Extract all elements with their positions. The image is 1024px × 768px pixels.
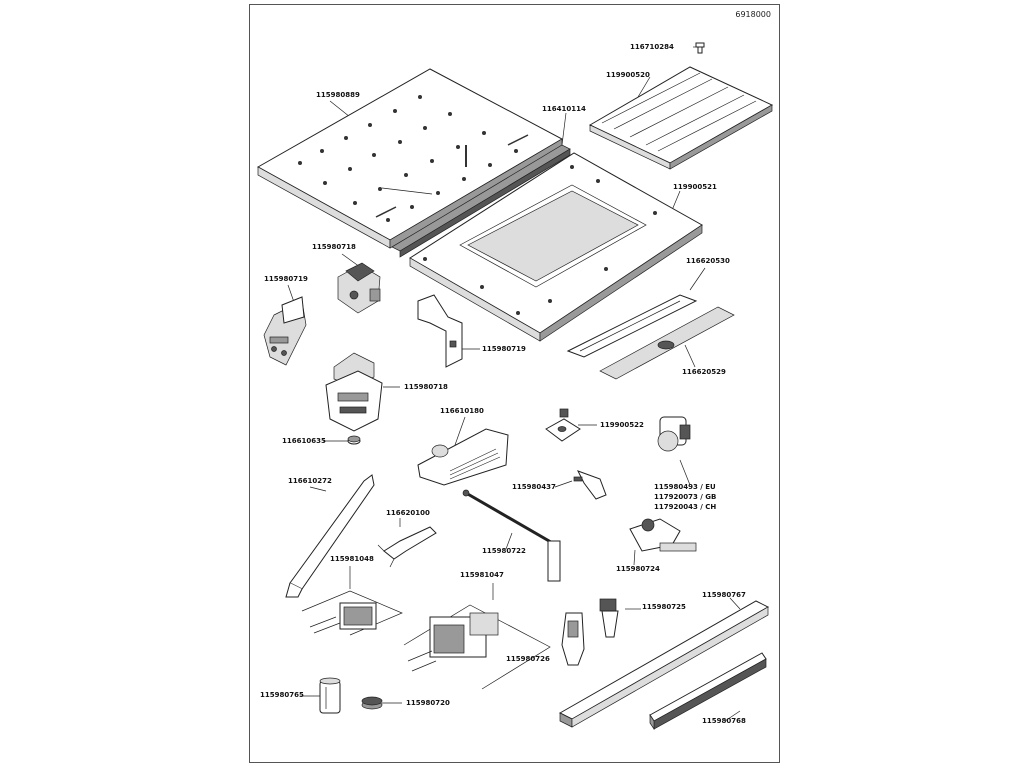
part-label: 116710284 (630, 43, 674, 51)
sleeve-part (319, 677, 341, 714)
part-label: 116410114 (542, 105, 586, 113)
lever-part (573, 470, 607, 500)
bracket-assembly-large-part (403, 604, 551, 690)
arm-part (462, 489, 561, 582)
part-label: 116620530 (686, 257, 730, 265)
part-label: 116610272 (288, 477, 332, 485)
part-label: 115980725 (642, 603, 686, 611)
nut-part (347, 435, 361, 445)
part-label: 115980718 (404, 383, 448, 391)
brush-strip-part (649, 652, 767, 731)
part-label: 116620529 (682, 368, 726, 376)
bracket-assembly-small-part (301, 590, 403, 636)
part-label: 116610180 (440, 407, 484, 415)
part-label: 115980718 (312, 243, 356, 251)
part-label: 115980493 / EU (654, 483, 716, 491)
switch-part (657, 416, 691, 452)
part-label: 117920073 / GB (654, 493, 717, 501)
part-label: 115980719 (264, 275, 308, 283)
part-label: 115980722 (482, 547, 526, 555)
angle-guide-part (629, 518, 697, 552)
part-label: 119900522 (600, 421, 644, 429)
spanner-part (377, 526, 437, 568)
part-label: 115980889 (316, 91, 360, 99)
insert-frame-plate-part (409, 152, 703, 342)
part-label: 115980719 (482, 345, 526, 353)
part-label: 115980720 (406, 699, 450, 707)
wrench-part (285, 474, 375, 598)
knob-part (545, 408, 581, 442)
housing-part (417, 428, 509, 486)
small-clamp-part (599, 598, 619, 638)
part-label: 115980765 (260, 691, 304, 699)
part-label: 117920043 / CH (654, 503, 717, 511)
part-label: 115981047 (460, 571, 504, 579)
parts-diagram-sheet: 6918000 (249, 4, 780, 763)
rail-plate-part (588, 66, 774, 170)
part-label: 119900521 (673, 183, 717, 191)
long-profile-part (558, 600, 770, 728)
part-label: 116620100 (386, 509, 430, 517)
part-label: 115981048 (330, 555, 374, 563)
part-label: 119900520 (606, 71, 650, 79)
left-bracket-part (263, 296, 307, 366)
document-number: 6918000 (735, 10, 771, 19)
foot-part (361, 696, 383, 710)
middle-bracket-part (417, 294, 463, 368)
part-label: 115980437 (512, 483, 556, 491)
large-clamp-part (325, 352, 383, 432)
part-label: 116610635 (282, 437, 326, 445)
insert-strip-lower-part (599, 306, 735, 380)
screw-part (695, 42, 705, 54)
tall-clamp-part (561, 612, 585, 666)
part-label: 115980767 (702, 591, 746, 599)
part-label: 115980768 (702, 717, 746, 725)
part-label: 115980724 (616, 565, 660, 573)
insert-strip-part (566, 294, 698, 358)
exploded-view-drawing (256, 42, 774, 731)
clamp-bracket-part (337, 262, 381, 314)
part-label: 115980726 (506, 655, 550, 663)
